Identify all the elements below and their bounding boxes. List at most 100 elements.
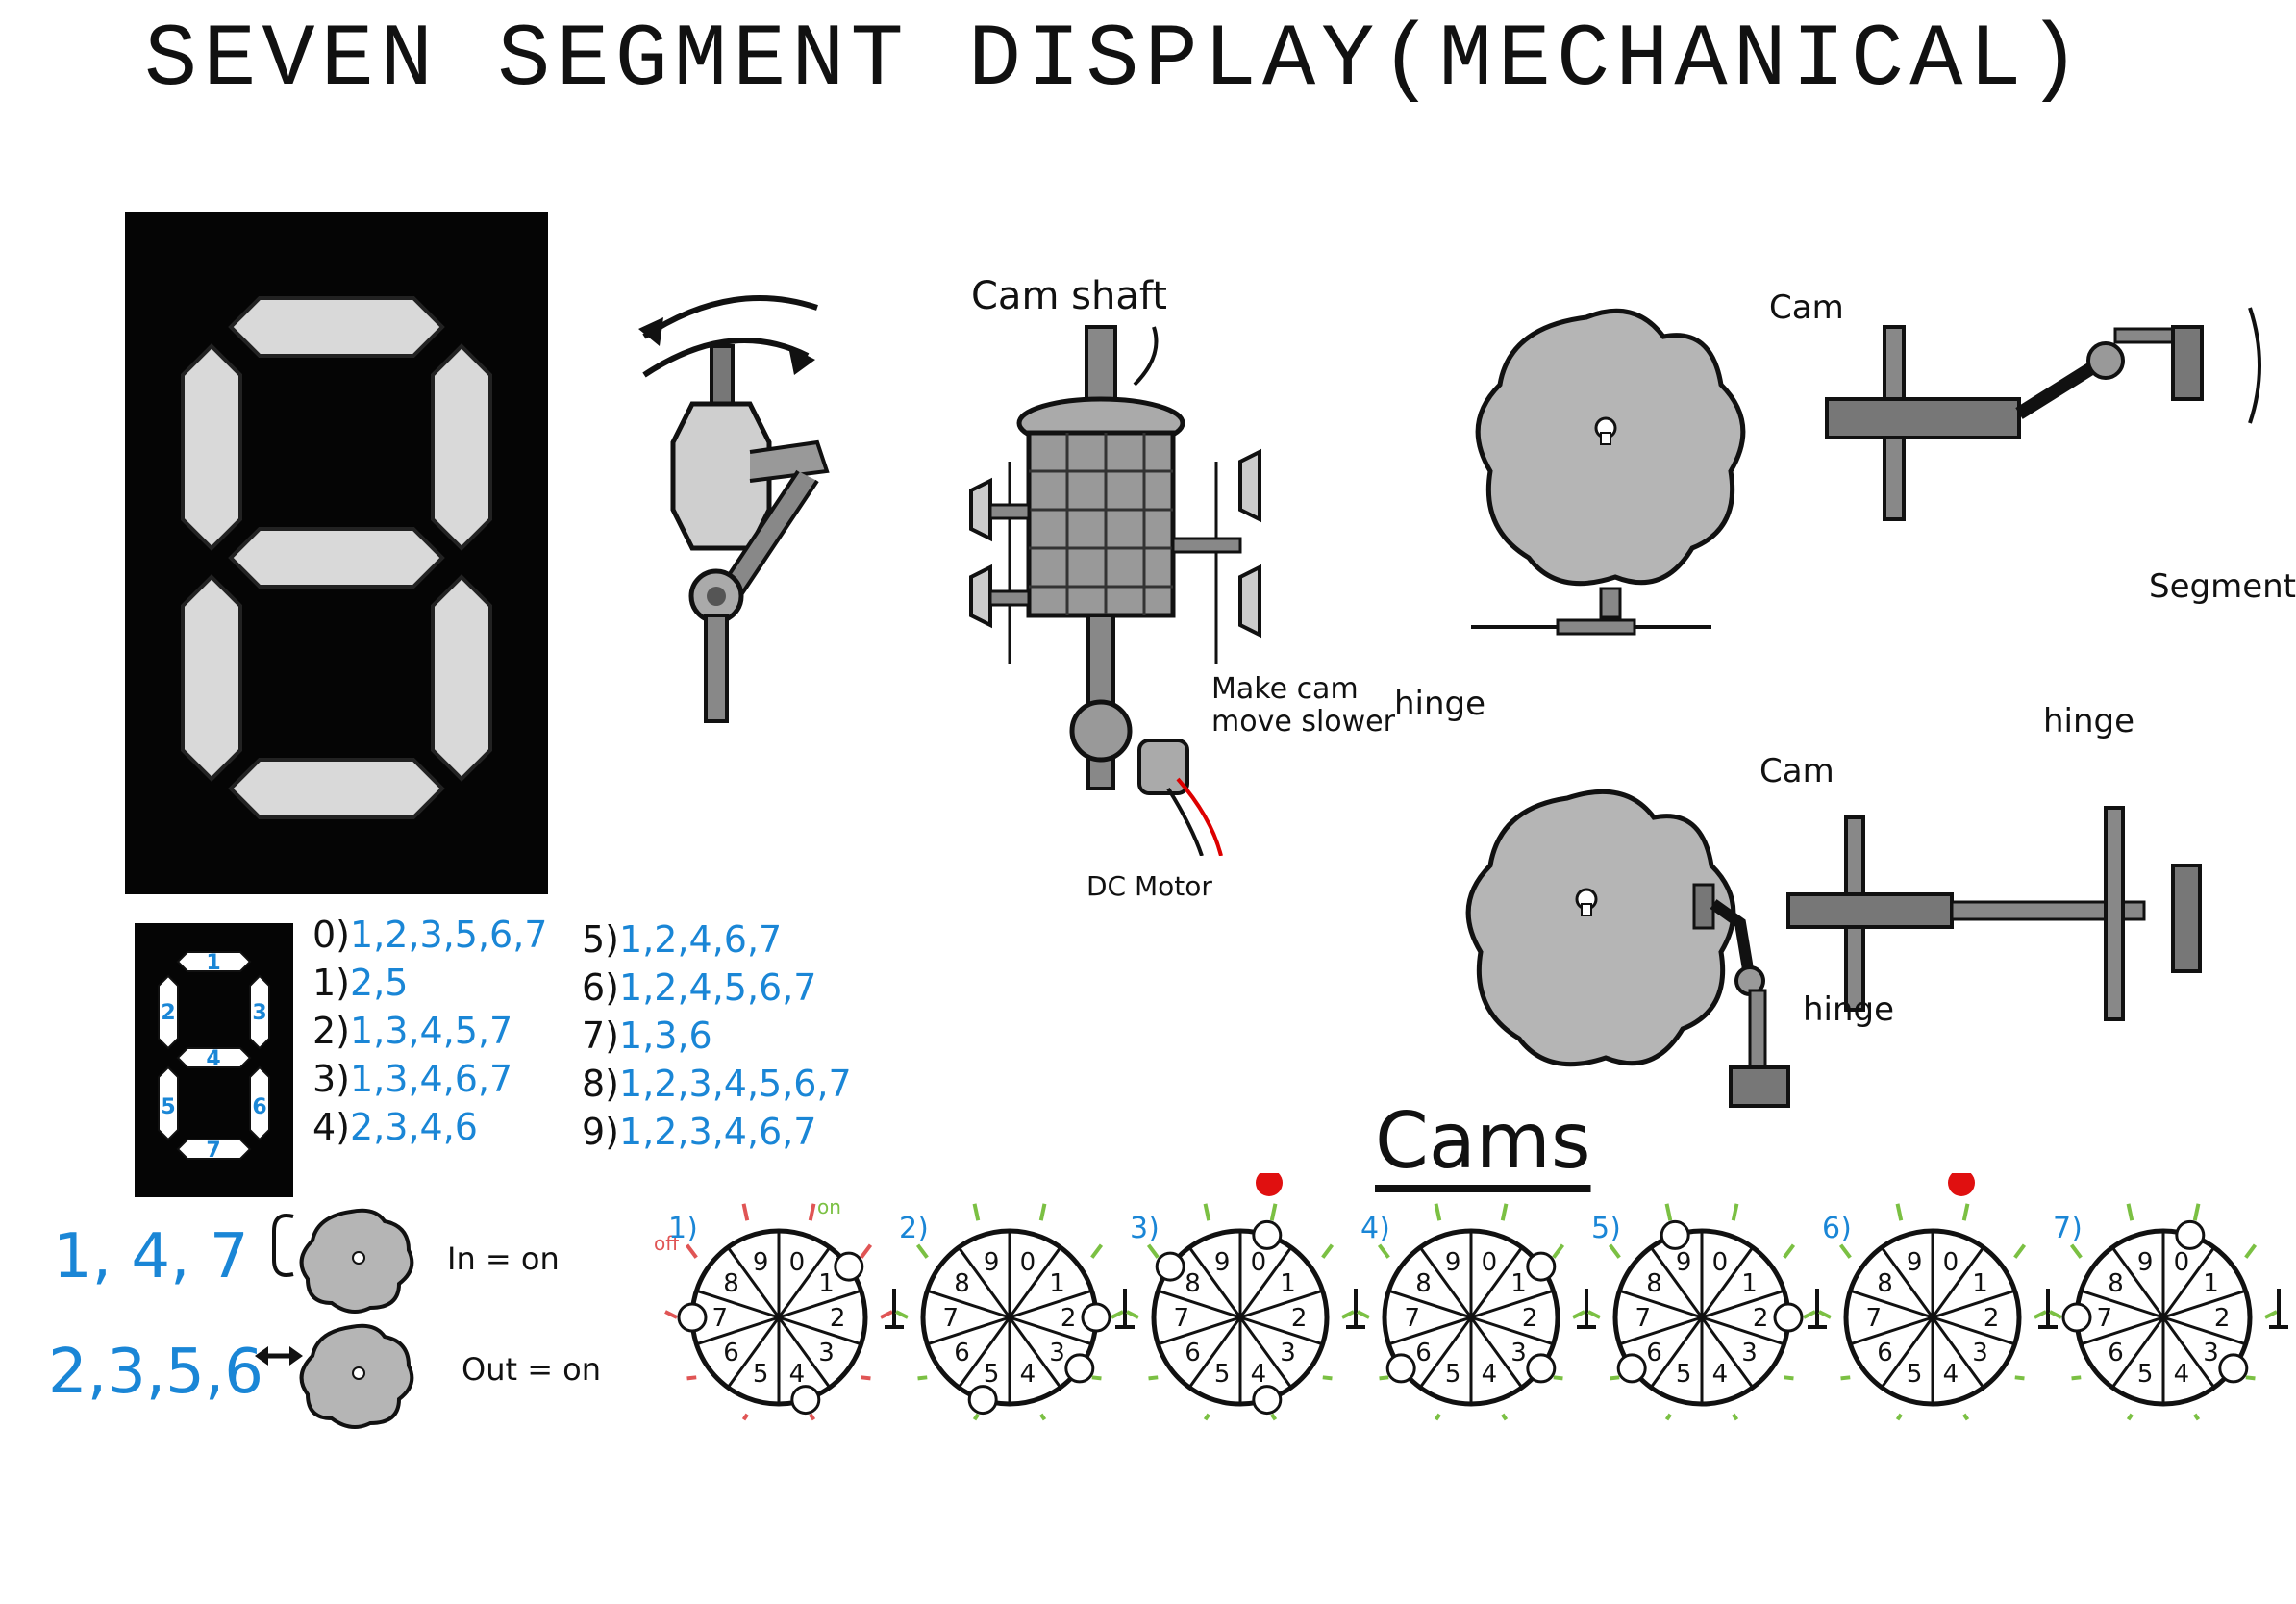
cam-follower-marker — [885, 1289, 904, 1327]
cam-tick — [975, 1204, 979, 1220]
cam-tick — [1436, 1415, 1440, 1419]
cam-tick — [1734, 1204, 1737, 1220]
cam-tick — [1206, 1415, 1210, 1419]
cam-tick — [1041, 1204, 1045, 1220]
cam-wheel-digit: 0 — [1482, 1248, 1498, 1277]
cam-tick — [1272, 1415, 1276, 1419]
cam-wheel-digit: 7 — [712, 1304, 729, 1333]
cam-tick — [1149, 1245, 1159, 1258]
digit-map-left: 0)1,2,3,5,6,7 1)2,5 2)1,3,4,5,7 3)1,3,4,… — [312, 914, 547, 1148]
cam-tick — [1784, 1245, 1794, 1258]
cam-follower-marker — [2038, 1289, 2058, 1327]
cam-notch — [1528, 1253, 1555, 1280]
digit-map-row: 3)1,3,4,6,7 — [312, 1058, 547, 1100]
cam-wheel-digit: 5 — [1676, 1360, 1692, 1389]
cam-tick — [1380, 1245, 1389, 1258]
cam-tick — [1206, 1204, 1210, 1220]
cam-wheel-digit: 2 — [1984, 1304, 2000, 1333]
cam-tick — [1667, 1204, 1671, 1220]
digit-map-row: 9)1,2,3,4,6,7 — [582, 1111, 852, 1153]
cam-notch — [1661, 1221, 1688, 1248]
segment-upper-left — [183, 346, 240, 548]
segment-upper-right — [433, 346, 490, 548]
cam-wheel-digit: 7 — [1635, 1304, 1652, 1333]
small-seg-num-3: 3 — [252, 1001, 266, 1025]
cam-number-label: 5) — [1591, 1212, 1621, 1245]
cam-tick — [665, 1312, 677, 1317]
digit-map-row: 6)1,2,4,5,6,7 — [582, 966, 852, 1009]
cam-wheel-digit: 8 — [954, 1269, 970, 1298]
cam-tick — [1149, 1377, 1159, 1378]
cam-tick — [896, 1312, 908, 1317]
cam-tick — [975, 1415, 979, 1419]
cam-wheel-digit: 4 — [1943, 1360, 1959, 1389]
cam-tick — [1588, 1312, 1600, 1317]
cam-tick — [1272, 1204, 1276, 1220]
cam-number-label: 7) — [2053, 1212, 2083, 1245]
cam-tick — [1503, 1415, 1507, 1419]
cam-wheel-digit: 5 — [2137, 1360, 2154, 1389]
cam-tick — [1667, 1415, 1671, 1419]
cam-wheel-digit: 7 — [1174, 1304, 1190, 1333]
cam-wheels-row: 9012345678901234567890123456789012345678… — [635, 1173, 2288, 1491]
cam-wheel-digit: 2 — [830, 1304, 846, 1333]
cam-wheel-digit: 5 — [1445, 1360, 1461, 1389]
cam-wheel-digit: 9 — [1676, 1248, 1692, 1277]
cam-wheel-digit: 1 — [1972, 1269, 1988, 1298]
cam-tick — [811, 1204, 814, 1220]
cam-tick — [2129, 1204, 2133, 1220]
cam-wheel: 9012345678 — [2050, 1204, 2288, 1419]
rotating-segment-sketch — [625, 279, 846, 731]
cam-wheel-digit: 0 — [1712, 1248, 1729, 1277]
cam-wheel-digit: 4 — [1020, 1360, 1036, 1389]
cam-notch — [1254, 1221, 1281, 1248]
small-seg-num-2: 2 — [161, 1001, 175, 1025]
cam-tick — [2050, 1312, 2061, 1317]
cam-wheel-digit: 2 — [1753, 1304, 1769, 1333]
cam-number-label: 4) — [1360, 1212, 1390, 1245]
legend-out-label: Out = on — [462, 1351, 601, 1388]
make-cam-slower-label: Make cam move slower — [1211, 673, 1404, 739]
digit-map-row: 1)2,5 — [312, 962, 547, 1004]
cam-tick — [2034, 1312, 2046, 1317]
top-cam-mechanism — [1442, 288, 2288, 692]
cam-tick — [2072, 1245, 2082, 1258]
cam-tick — [1841, 1245, 1851, 1258]
cam-notch — [1083, 1304, 1110, 1331]
cam-notch — [1528, 1355, 1555, 1382]
page-title: SEVEN SEGMENT DISPLAY(MECHANICAL) — [144, 10, 2086, 111]
cam-wheel-digit: 2 — [1522, 1304, 1538, 1333]
cam-tick — [744, 1204, 748, 1220]
cam-label-top: Cam — [1769, 288, 1844, 327]
cam-tick — [861, 1377, 871, 1378]
cam-wheel-digit: 2 — [2214, 1304, 2231, 1333]
cam-wheel-digit: 3 — [1972, 1339, 1988, 1367]
cam-wheel-digit: 7 — [2097, 1304, 2113, 1333]
segment-lower-right — [433, 577, 490, 779]
digit-map-row: 0)1,2,3,5,6,7 — [312, 914, 547, 956]
cam-number-label: 2) — [899, 1212, 929, 1245]
cam-wheel-digit: 8 — [723, 1269, 739, 1298]
cam-wheel-digit: 0 — [1943, 1248, 1959, 1277]
cam-tick — [1898, 1204, 1902, 1220]
cam-tick — [1610, 1377, 1620, 1378]
cam-tick — [1041, 1415, 1045, 1419]
cam-number-label: 3) — [1130, 1212, 1160, 1245]
cam-wheel-digit: 3 — [818, 1339, 835, 1367]
cam-wheel-digit: 4 — [1712, 1360, 1729, 1389]
cam-wheel: 9012345678 — [1588, 1204, 1827, 1419]
cam-wheel-digit: 8 — [1646, 1269, 1662, 1298]
cam-tick — [1964, 1204, 1968, 1220]
digit-map-row: 8)1,2,3,4,5,6,7 — [582, 1063, 852, 1105]
cam-wheel: 9012345678 — [665, 1204, 904, 1419]
cam-tick — [881, 1312, 892, 1317]
segment-top — [231, 298, 442, 356]
cam-follower-marker — [2269, 1289, 2288, 1327]
cam-tick — [1092, 1377, 1102, 1378]
cam-tick — [1841, 1377, 1851, 1378]
cam-wheel-digit: 8 — [1185, 1269, 1201, 1298]
cam-tick — [1819, 1312, 1831, 1317]
cam-flag-mark — [1948, 1173, 1975, 1196]
cam-wheel-digit: 6 — [723, 1339, 739, 1367]
digit-map-row: 2)1,3,4,5,7 — [312, 1010, 547, 1052]
